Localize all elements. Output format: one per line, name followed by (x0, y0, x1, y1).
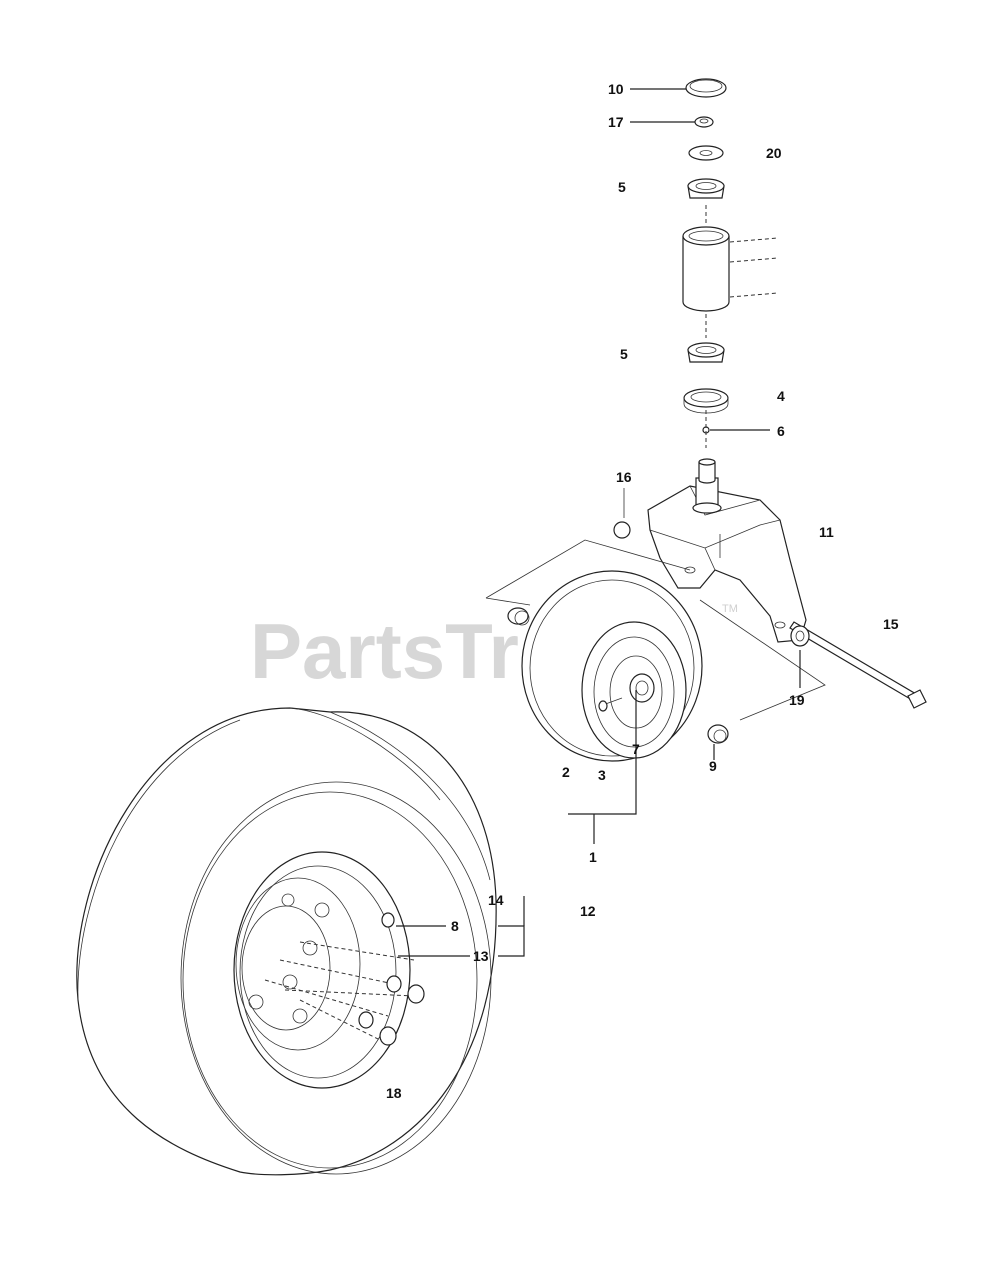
callout-17: 17 (608, 114, 624, 130)
watermark-trademark: TM (722, 603, 738, 615)
part-20-washer[interactable] (688, 145, 724, 161)
callout-16: 16 (616, 469, 632, 485)
callout-10: 10 (608, 81, 624, 97)
wheel-boundary-right (699, 599, 826, 721)
callout-11: 11 (819, 524, 834, 540)
part-17-nut[interactable] (694, 116, 714, 128)
callout-4: 4 (777, 388, 785, 404)
callout-9: 9 (709, 758, 717, 774)
callout-5-lower: 5 (620, 346, 628, 362)
part-15-axle-bolt[interactable] (789, 621, 927, 709)
wheel-bolt (598, 697, 623, 712)
part-spindle-tube[interactable] (682, 226, 730, 312)
part-7-wheel-bearing[interactable] (629, 673, 655, 703)
callout-2: 2 (562, 764, 570, 780)
part-16-spacer[interactable] (613, 521, 631, 539)
callout-7: 7 (632, 741, 640, 757)
part-8-wheel-stud[interactable] (381, 912, 395, 928)
part-9-bushing-right[interactable] (707, 724, 729, 744)
part-10-dust-cap[interactable] (685, 78, 727, 98)
callout-5-upper: 5 (618, 179, 626, 195)
leader-7-bracket (568, 690, 637, 815)
callout-19: 19 (789, 692, 805, 708)
part-19-spacer[interactable] (790, 625, 810, 647)
part-5-bearing-upper[interactable] (687, 178, 725, 199)
callout-15: 15 (883, 616, 899, 632)
part-16-bushing-left[interactable] (507, 607, 530, 626)
part-4-seal[interactable] (683, 388, 729, 414)
part-12-drive-rim[interactable] (233, 851, 411, 1089)
part-5-bearing-lower[interactable] (687, 342, 725, 363)
callout-1: 1 (589, 849, 597, 865)
callout-13: 13 (473, 948, 489, 964)
bracket-14 (498, 925, 525, 957)
part-spindle-shaft[interactable] (692, 458, 722, 514)
callout-3: 3 (598, 767, 606, 783)
callout-20: 20 (766, 145, 782, 161)
callout-14: 14 (488, 892, 504, 908)
callout-8: 8 (451, 918, 459, 934)
callout-6: 6 (777, 423, 785, 439)
callout-12: 12 (580, 903, 596, 919)
wheel-boundary-top (485, 539, 691, 599)
part-11-caster-yoke[interactable] (647, 485, 807, 643)
callout-18: 18 (386, 1085, 402, 1101)
part-13-lug-nuts[interactable] (264, 941, 425, 1046)
